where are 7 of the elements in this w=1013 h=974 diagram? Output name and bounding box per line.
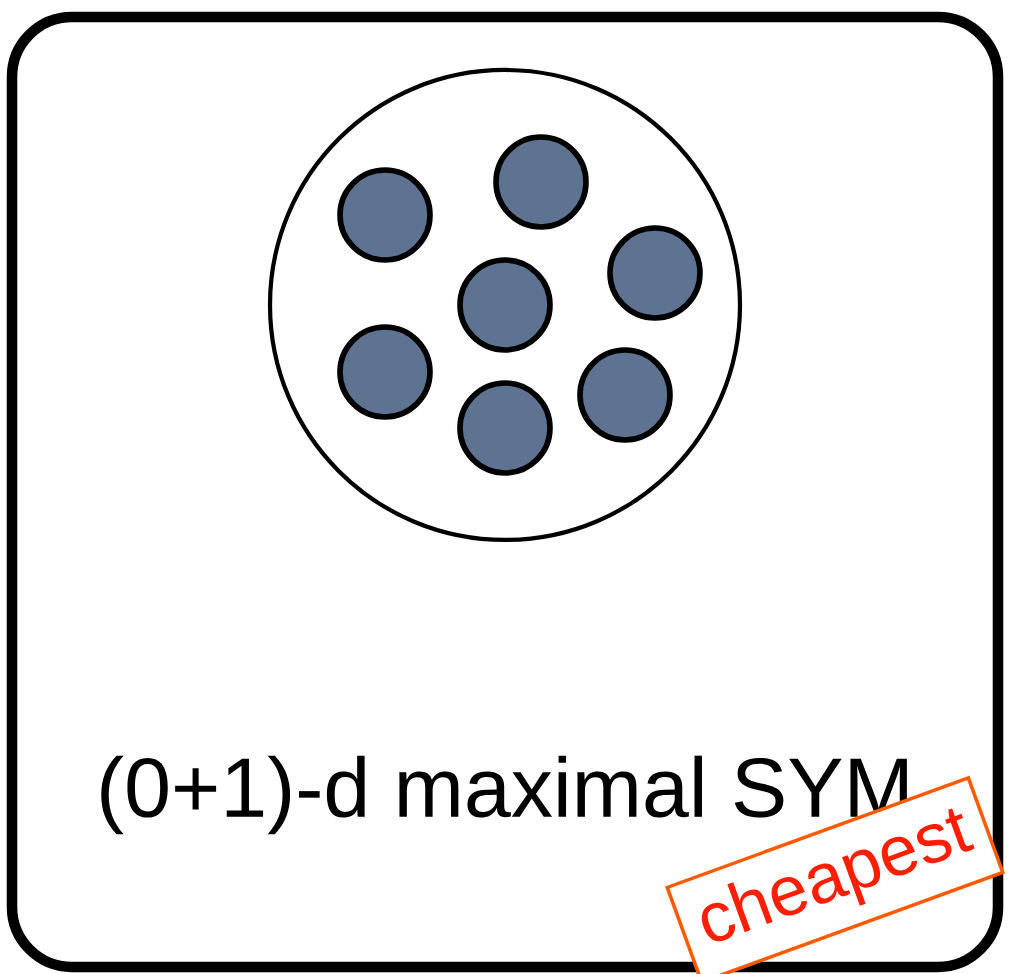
small-circle [457,257,553,353]
small-circle [337,167,433,263]
small-circle [337,324,433,420]
small-circle [577,347,673,443]
small-circle [457,380,553,476]
small-circle [493,134,589,230]
small-circle [607,225,703,321]
